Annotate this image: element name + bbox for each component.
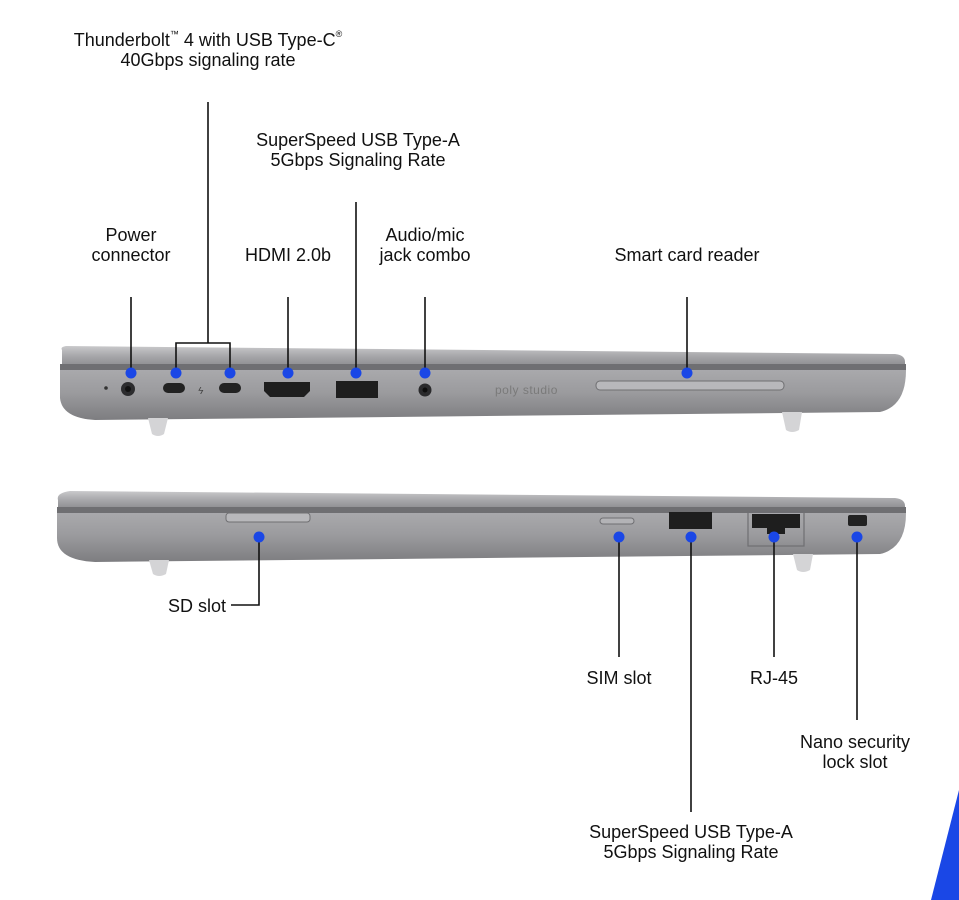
usb-c-port-2-icon	[219, 383, 241, 393]
marker-thunderbolt-2	[224, 367, 236, 379]
label-audio-mic: Audio/mic jack combo	[379, 225, 471, 265]
label-rj45: RJ-45	[749, 668, 798, 688]
thunderbolt-icon: ϟ	[198, 386, 204, 397]
label-smart-card-reader: Smart card reader	[614, 245, 760, 265]
label-sim-slot: SIM slot	[586, 668, 652, 688]
usb-a-port-bottom-icon	[669, 512, 712, 529]
laptop-right-side	[57, 491, 906, 576]
marker-audio	[419, 367, 431, 379]
marker-usb-a-bottom	[685, 531, 697, 543]
label-hdmi: HDMI 2.0b	[244, 245, 332, 265]
leader-lines	[130, 102, 858, 812]
rj45-port-icon	[752, 514, 800, 534]
marker-hdmi	[282, 367, 294, 379]
label-thunderbolt: Thunderbolt™ 4 with USB Type-C® 40Gbps s…	[73, 29, 343, 71]
usb-a-port-icon	[336, 381, 378, 398]
status-led-icon	[104, 386, 108, 390]
sd-slot-icon	[225, 512, 311, 523]
label-sd-slot: SD slot	[167, 596, 226, 616]
marker-usb-a-top	[350, 367, 362, 379]
marker-power	[125, 367, 137, 379]
marker-thunderbolt-1	[170, 367, 182, 379]
label-usb-a-bottom: SuperSpeed USB Type-A 5Gbps Signaling Ra…	[589, 822, 793, 862]
hdmi-port-icon	[264, 382, 310, 397]
label-power-connector: Power connector	[91, 225, 171, 265]
smart-card-slot-icon	[595, 380, 785, 391]
port-markers	[125, 367, 863, 543]
usb-c-port-1-icon	[163, 383, 185, 393]
corner-accent-shape	[931, 790, 959, 900]
nano-lock-slot-icon	[848, 515, 867, 526]
label-usb-a-top: SuperSpeed USB Type-A 5Gbps Signaling Ra…	[256, 130, 460, 170]
marker-nano-lock	[851, 531, 863, 543]
marker-smart-card	[681, 367, 693, 379]
label-nano-lock: Nano security lock slot	[799, 732, 911, 772]
poly-studio-logo: poly studio	[495, 383, 558, 397]
marker-sd-slot	[253, 531, 265, 543]
sim-slot-icon	[599, 517, 635, 525]
marker-rj45	[768, 531, 780, 543]
laptop-left-side: ϟ poly studio	[60, 346, 906, 436]
marker-sim-slot	[613, 531, 625, 543]
